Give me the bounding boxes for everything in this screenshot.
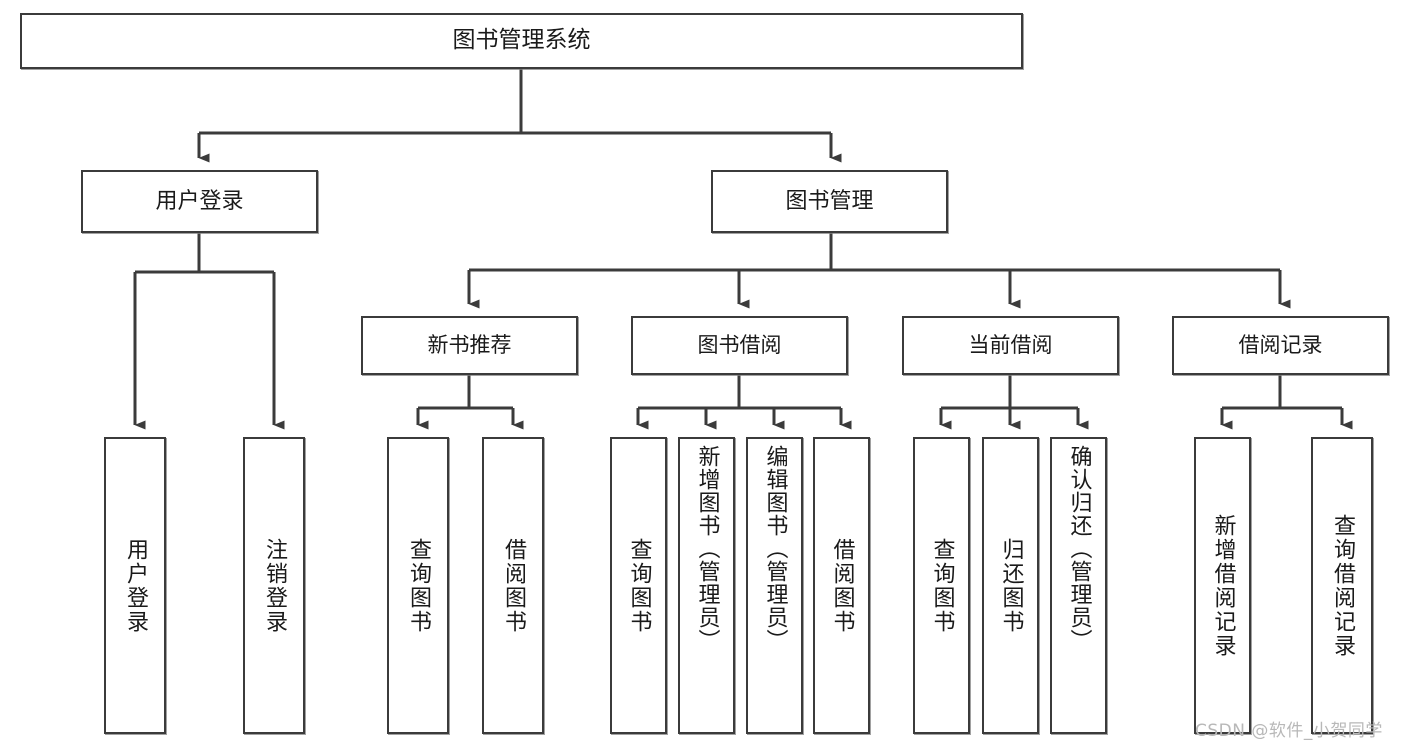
node-user-login-label: 用户登录 bbox=[155, 188, 244, 214]
node-leaf-confirm-return[interactable]: 确认归还（管理员） bbox=[1050, 437, 1107, 734]
node-leaf-add-record-label: 新增借阅记录 bbox=[1210, 513, 1236, 658]
node-leaf-query-book-1[interactable]: 查询图书 bbox=[387, 437, 449, 734]
node-leaf-borrow-book-2-label: 借阅图书 bbox=[829, 537, 855, 634]
node-new-book-rec[interactable]: 新书推荐 bbox=[361, 316, 578, 375]
node-leaf-borrow-book-1[interactable]: 借阅图书 bbox=[482, 437, 544, 734]
node-current-borrow[interactable]: 当前借阅 bbox=[902, 316, 1119, 375]
node-new-book-rec-label: 新书推荐 bbox=[427, 333, 512, 358]
node-leaf-borrow-book-1-label: 借阅图书 bbox=[501, 537, 526, 634]
node-leaf-add-book-label: 新增图书（管理员） bbox=[694, 445, 720, 652]
node-root-label: 图书管理系统 bbox=[452, 27, 591, 54]
node-borrow-record-label: 借阅记录 bbox=[1238, 333, 1323, 358]
node-leaf-query-record-label: 查询借阅记录 bbox=[1330, 513, 1355, 658]
node-leaf-query-book-2-label: 查询图书 bbox=[626, 537, 652, 634]
node-leaf-user-login[interactable]: 用户登录 bbox=[104, 437, 166, 734]
node-leaf-edit-book[interactable]: 编辑图书（管理员） bbox=[746, 437, 803, 734]
csdn-watermark: CSDN @软件_小贺同学 bbox=[1195, 721, 1383, 741]
node-book-borrow[interactable]: 图书借阅 bbox=[631, 316, 848, 375]
node-book-manage-label: 图书管理 bbox=[785, 188, 874, 214]
node-user-login[interactable]: 用户登录 bbox=[81, 170, 318, 233]
node-leaf-query-book-3[interactable]: 查询图书 bbox=[913, 437, 970, 734]
node-borrow-record[interactable]: 借阅记录 bbox=[1172, 316, 1389, 375]
node-leaf-confirm-return-label: 确认归还（管理员） bbox=[1066, 445, 1092, 652]
node-leaf-return-book-label: 归还图书 bbox=[998, 537, 1024, 634]
node-current-borrow-label: 当前借阅 bbox=[968, 333, 1053, 358]
node-leaf-query-book-3-label: 查询图书 bbox=[929, 537, 955, 634]
node-book-borrow-label: 图书借阅 bbox=[697, 333, 782, 358]
node-root[interactable]: 图书管理系统 bbox=[20, 13, 1023, 69]
node-leaf-user-login-label: 用户登录 bbox=[123, 537, 148, 634]
node-leaf-add-book[interactable]: 新增图书（管理员） bbox=[678, 437, 735, 734]
node-leaf-query-book-2[interactable]: 查询图书 bbox=[610, 437, 667, 734]
node-leaf-add-record[interactable]: 新增借阅记录 bbox=[1194, 437, 1251, 734]
node-leaf-query-book-1-label: 查询图书 bbox=[406, 537, 431, 634]
node-leaf-logout-label: 注销登录 bbox=[262, 537, 287, 634]
node-leaf-borrow-book-2[interactable]: 借阅图书 bbox=[813, 437, 870, 734]
node-leaf-edit-book-label: 编辑图书（管理员） bbox=[762, 445, 788, 652]
node-book-manage[interactable]: 图书管理 bbox=[711, 170, 948, 233]
node-leaf-return-book[interactable]: 归还图书 bbox=[982, 437, 1039, 734]
node-leaf-query-record[interactable]: 查询借阅记录 bbox=[1311, 437, 1373, 734]
node-leaf-logout[interactable]: 注销登录 bbox=[243, 437, 305, 734]
